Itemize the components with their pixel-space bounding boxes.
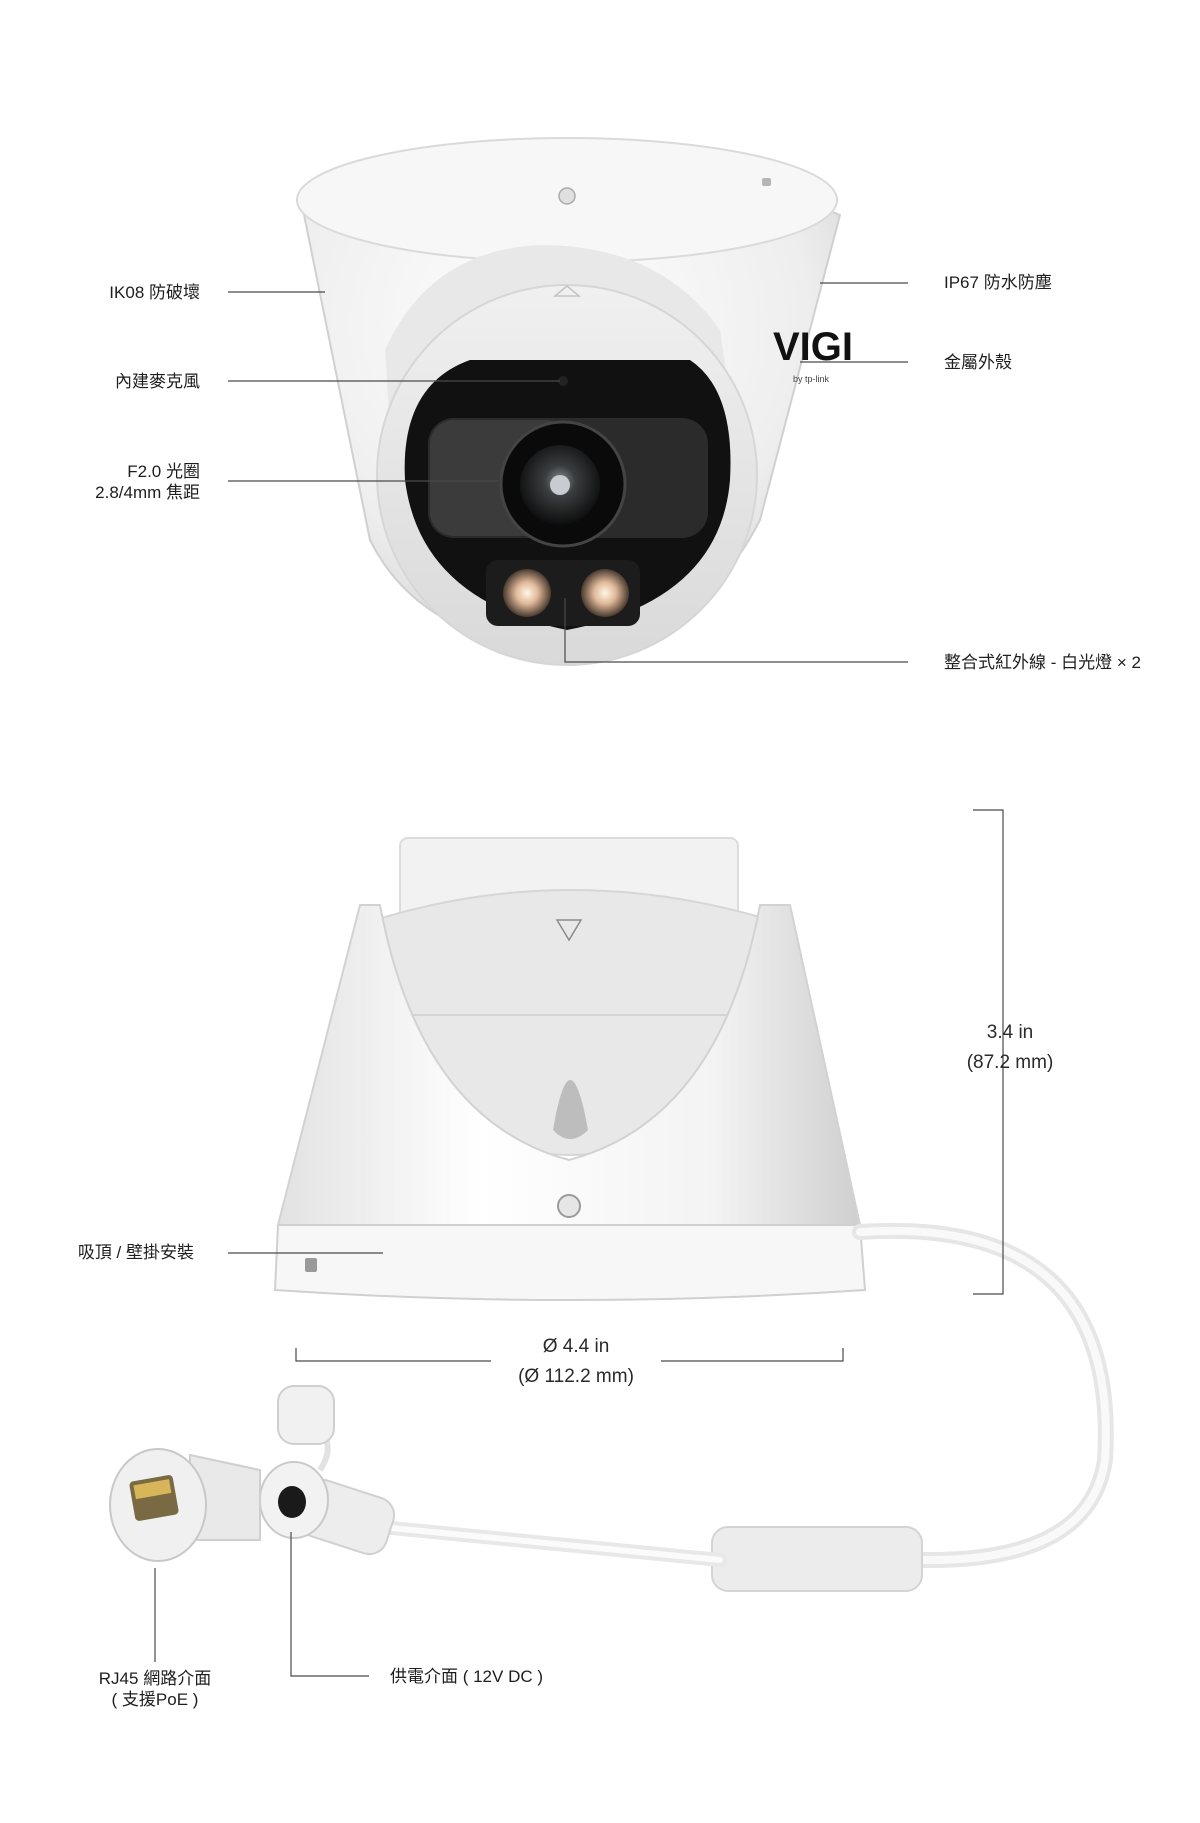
dimension-height-in: 3.4 in	[986, 1022, 1034, 1043]
callout-rj45: RJ45 網路介面 ( 支援PoE )	[60, 1668, 250, 1710]
callout-mic: 內建麥克風	[115, 372, 200, 391]
leader-lines	[154, 282, 1004, 1677]
callout-aperture: F2.0 光圈 2.8/4mm 焦距	[40, 461, 200, 503]
callout-mount: 吸頂 / 壁掛安裝	[77, 1243, 194, 1262]
dimension-diameter-mm: (Ø 112.2 mm)	[518, 1366, 634, 1387]
callout-ik08: IK08 防破壞	[109, 283, 200, 302]
callout-rj45-line1: RJ45 網路介面	[98, 1669, 212, 1688]
callout-power: 供電介面 ( 12V DC )	[390, 1667, 544, 1686]
callout-rj45-line2: ( 支援PoE )	[111, 1690, 199, 1709]
callout-aperture-line1: F2.0 光圈	[127, 462, 200, 481]
dimension-height-mm: (87.2 mm)	[966, 1052, 1054, 1073]
callout-ip67: IP67 防水防塵	[944, 273, 1052, 292]
camera-side-view	[109, 837, 1114, 1592]
callout-metal: 金屬外殼	[944, 353, 1012, 372]
camera-front-view: VIGI by tp-link	[296, 137, 853, 666]
callout-aperture-line2: 2.8/4mm 焦距	[95, 483, 200, 502]
callout-ir-light: 整合式紅外線 - 白光燈 × 2	[944, 653, 1141, 672]
dimension-diameter-in: Ø 4.4 in	[542, 1336, 610, 1357]
brand-sub: by tp-link	[793, 374, 830, 384]
dimension-diameter: Ø 4.4 in (Ø 112.2 mm)	[491, 1332, 661, 1392]
dimension-height: 3.4 in (87.2 mm)	[940, 1018, 1080, 1078]
